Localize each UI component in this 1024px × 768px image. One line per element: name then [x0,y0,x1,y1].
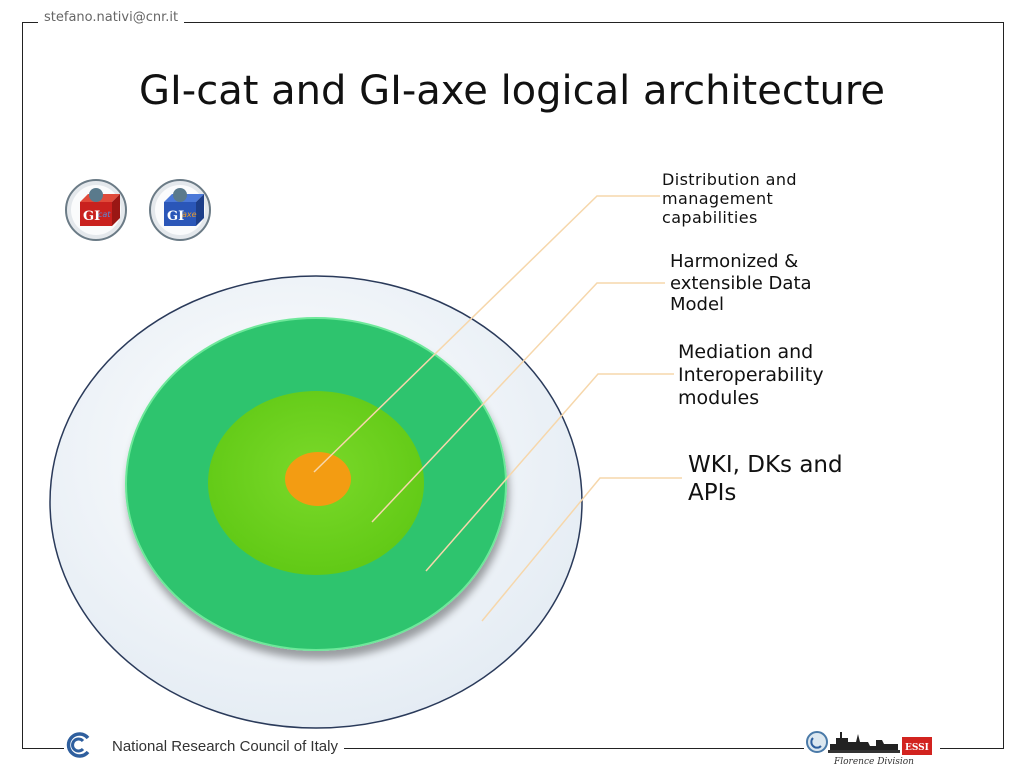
connector-mediation [425,373,674,572]
gi-axe-logo: GI axe [149,179,211,241]
label-data-model: Harmonized & extensible Data Model [670,251,812,316]
frame-bottom-right [940,748,1004,749]
label-mediation: Mediation and Interoperability modules [678,341,824,409]
label-distribution-line: Distribution and [662,170,797,189]
gi-cat-sub: cat [98,210,111,219]
frame-bottom-left [22,748,64,749]
connector-data-model [371,282,665,523]
florence-division-text: Florence Division [833,757,914,766]
footer-organization: National Research Council of Italy [106,738,344,755]
label-apis-line: APIs [688,479,737,506]
gi-cat-logo: GI cat [65,179,127,241]
florence-division-logo: ESSI Florence Division [804,720,940,766]
label-distribution-line: capabilities [662,208,758,228]
label-apis-line: WKI, DKs and [688,452,843,478]
label-apis: WKI, DKs and APIs [688,452,843,507]
connector-apis [481,477,682,622]
gi-cat-main: GI [83,209,100,224]
author-email: stefano.nativi@cnr.it [38,10,185,25]
cnr-logo-icon [66,732,90,758]
essi-badge-text: ESSI [905,743,929,753]
label-mediation-line: Interoperability [678,363,824,386]
frame-left-border [22,22,23,749]
gi-axe-sub: axe [182,210,197,219]
frame-bottom-mid [330,748,808,749]
slide-frame [22,22,1004,749]
connector-distribution [313,195,660,473]
layer-core [285,452,351,506]
label-mediation-line: Mediation and [678,341,814,363]
label-distribution-line: management [662,189,774,209]
label-data-model-line: Harmonized & [670,251,799,272]
label-data-model-line: Model [670,294,725,316]
label-distribution: Distribution and management capabilities [662,170,797,228]
slide-title: GI-cat and GI-axe logical architecture [138,68,886,114]
label-mediation-line: modules [678,386,760,409]
gi-axe-main: GI [167,209,184,224]
label-data-model-line: extensible Data [670,272,812,294]
